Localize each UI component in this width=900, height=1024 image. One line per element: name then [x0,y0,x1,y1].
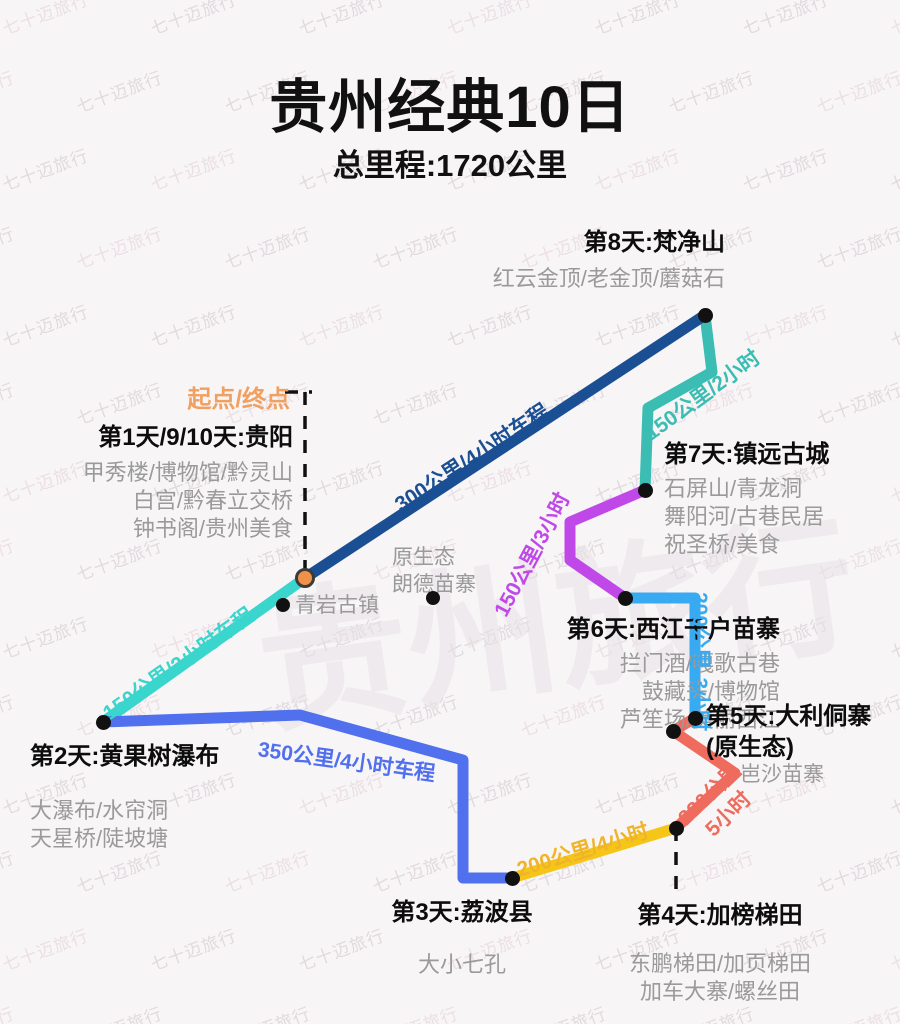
day7-poi-0: 石屏山/青龙洞 [664,475,803,501]
page-title: 贵州经典10日 [269,75,631,140]
day2-block: 第2天:黄果树瀑布 大瀑布/水帘洞 天星桥/陡坡塘 [30,742,219,853]
day1-poi-0: 甲秀楼/博物馆/黔灵山 [82,459,293,485]
day6-poi-1: 鼓藏头/博物馆 [641,678,780,704]
day5-block: 第5天:大利侗寨 (原生态) [706,702,871,763]
start-end-label: 起点/终点 [0,385,290,416]
day8-block: 第8天:梵净山 红云金顶/老金顶/蘑菇石 [300,228,725,293]
segment-fanjingshan-guiyang [299,309,711,584]
day2-title: 第2天:黄果树瀑布 [30,743,220,770]
day4-poi-1: 加车大寨/螺丝田 [639,978,801,1004]
marker-qingyan: 青岩古镇 [295,593,379,620]
node-day2[interactable] [96,715,111,730]
total-distance: 总里程:1720公里 [332,148,568,183]
node-day6[interactable] [618,591,633,606]
segment-libo-jiabang [506,822,682,884]
segment-guiyang-huangguoshu [97,572,311,728]
day5-title: 第5天:大利侗寨 [706,703,872,730]
day6-poi-0: 拦门酒/嘎歌古巷 [619,650,780,676]
segment-label-dali-xijiang-1: 200公里 [688,592,711,670]
day7-poi-2: 祝圣桥/美食 [664,532,781,558]
marker-langde: 原生态 朗德苗寨 [392,545,476,599]
node-langde[interactable] [426,591,440,605]
day7-poi-1: 舞阳河/古巷民居 [664,503,825,529]
marker-biasha: 岜沙苗寨 [740,762,824,789]
day1-title: 第1天/9/10天:贵阳 [98,424,293,451]
node-day8[interactable] [698,308,713,323]
start-end-text: 起点/终点 [187,386,290,413]
node-day3[interactable] [505,871,520,886]
node-day7[interactable] [638,483,653,498]
day3-block: 第3天:荔波县 大小七孔 [312,898,612,979]
day3-poi-0: 大小七孔 [417,951,506,977]
day1-block: 第1天/9/10天:贵阳 甲秀楼/博物馆/黔灵山 白宫/黔春立交桥 钟书阁/贵州… [0,423,293,543]
node-qingyan[interactable] [276,598,290,612]
day6-title: 第6天:西江千户苗寨 [566,616,780,643]
day3-title: 第3天:荔波县 [391,899,533,926]
segment-xijiang-zhenyuan [564,484,651,604]
node-biasha[interactable] [666,724,681,739]
marker-qingyan-label: 青岩古镇 [295,594,379,617]
day4-block: 第4天:加榜梯田 东鹏梯田/加页梯田 加车大寨/螺丝田 [570,901,870,1006]
day1-poi-2: 钟书阁/贵州美食 [132,516,293,542]
day7-block: 第7天:镇远古城 石屏山/青龙洞 舞阳河/古巷民居 祝圣桥/美食 [664,440,829,559]
day2-poi-0: 大瀑布/水帘洞 [30,797,169,823]
day1-poi-1: 白宫/黔春立交桥 [132,487,293,513]
node-day5[interactable] [688,711,703,726]
day8-title: 第8天:梵净山 [583,229,725,256]
day6-block: 第6天:西江千户苗寨 拦门酒/嘎歌古巷 鼓藏头/博物馆 芦笙场/美丽西江 [330,615,780,734]
day5-title2: (原生态) [706,733,794,761]
segment-jiabang-dali [667,712,741,834]
segment-zhenyuan-fanjingshan [639,309,718,496]
day7-title: 第7天:镇远古城 [664,441,830,468]
day2-poi-1: 天星桥/陡坡塘 [30,825,169,851]
segment-dali-xijiang [619,592,701,724]
segment-label-dali-xijiang: 200公里 3小时 [685,592,712,731]
day8-poi-0: 红云金顶/老金顶/蘑菇石 [492,265,725,291]
node-start-guiyang[interactable] [295,568,315,588]
segment-huangguoshu-libo [97,709,518,884]
marker-langde-label-1: 原生态 [392,546,455,569]
marker-biasha-label: 岜沙苗寨 [740,763,824,786]
marker-langde-label-2: 朗德苗寨 [392,572,476,596]
day4-title: 第4天:加榜梯田 [637,902,803,929]
node-day4[interactable] [669,821,684,836]
day4-poi-0: 东鹏梯田/加页梯田 [628,950,812,976]
